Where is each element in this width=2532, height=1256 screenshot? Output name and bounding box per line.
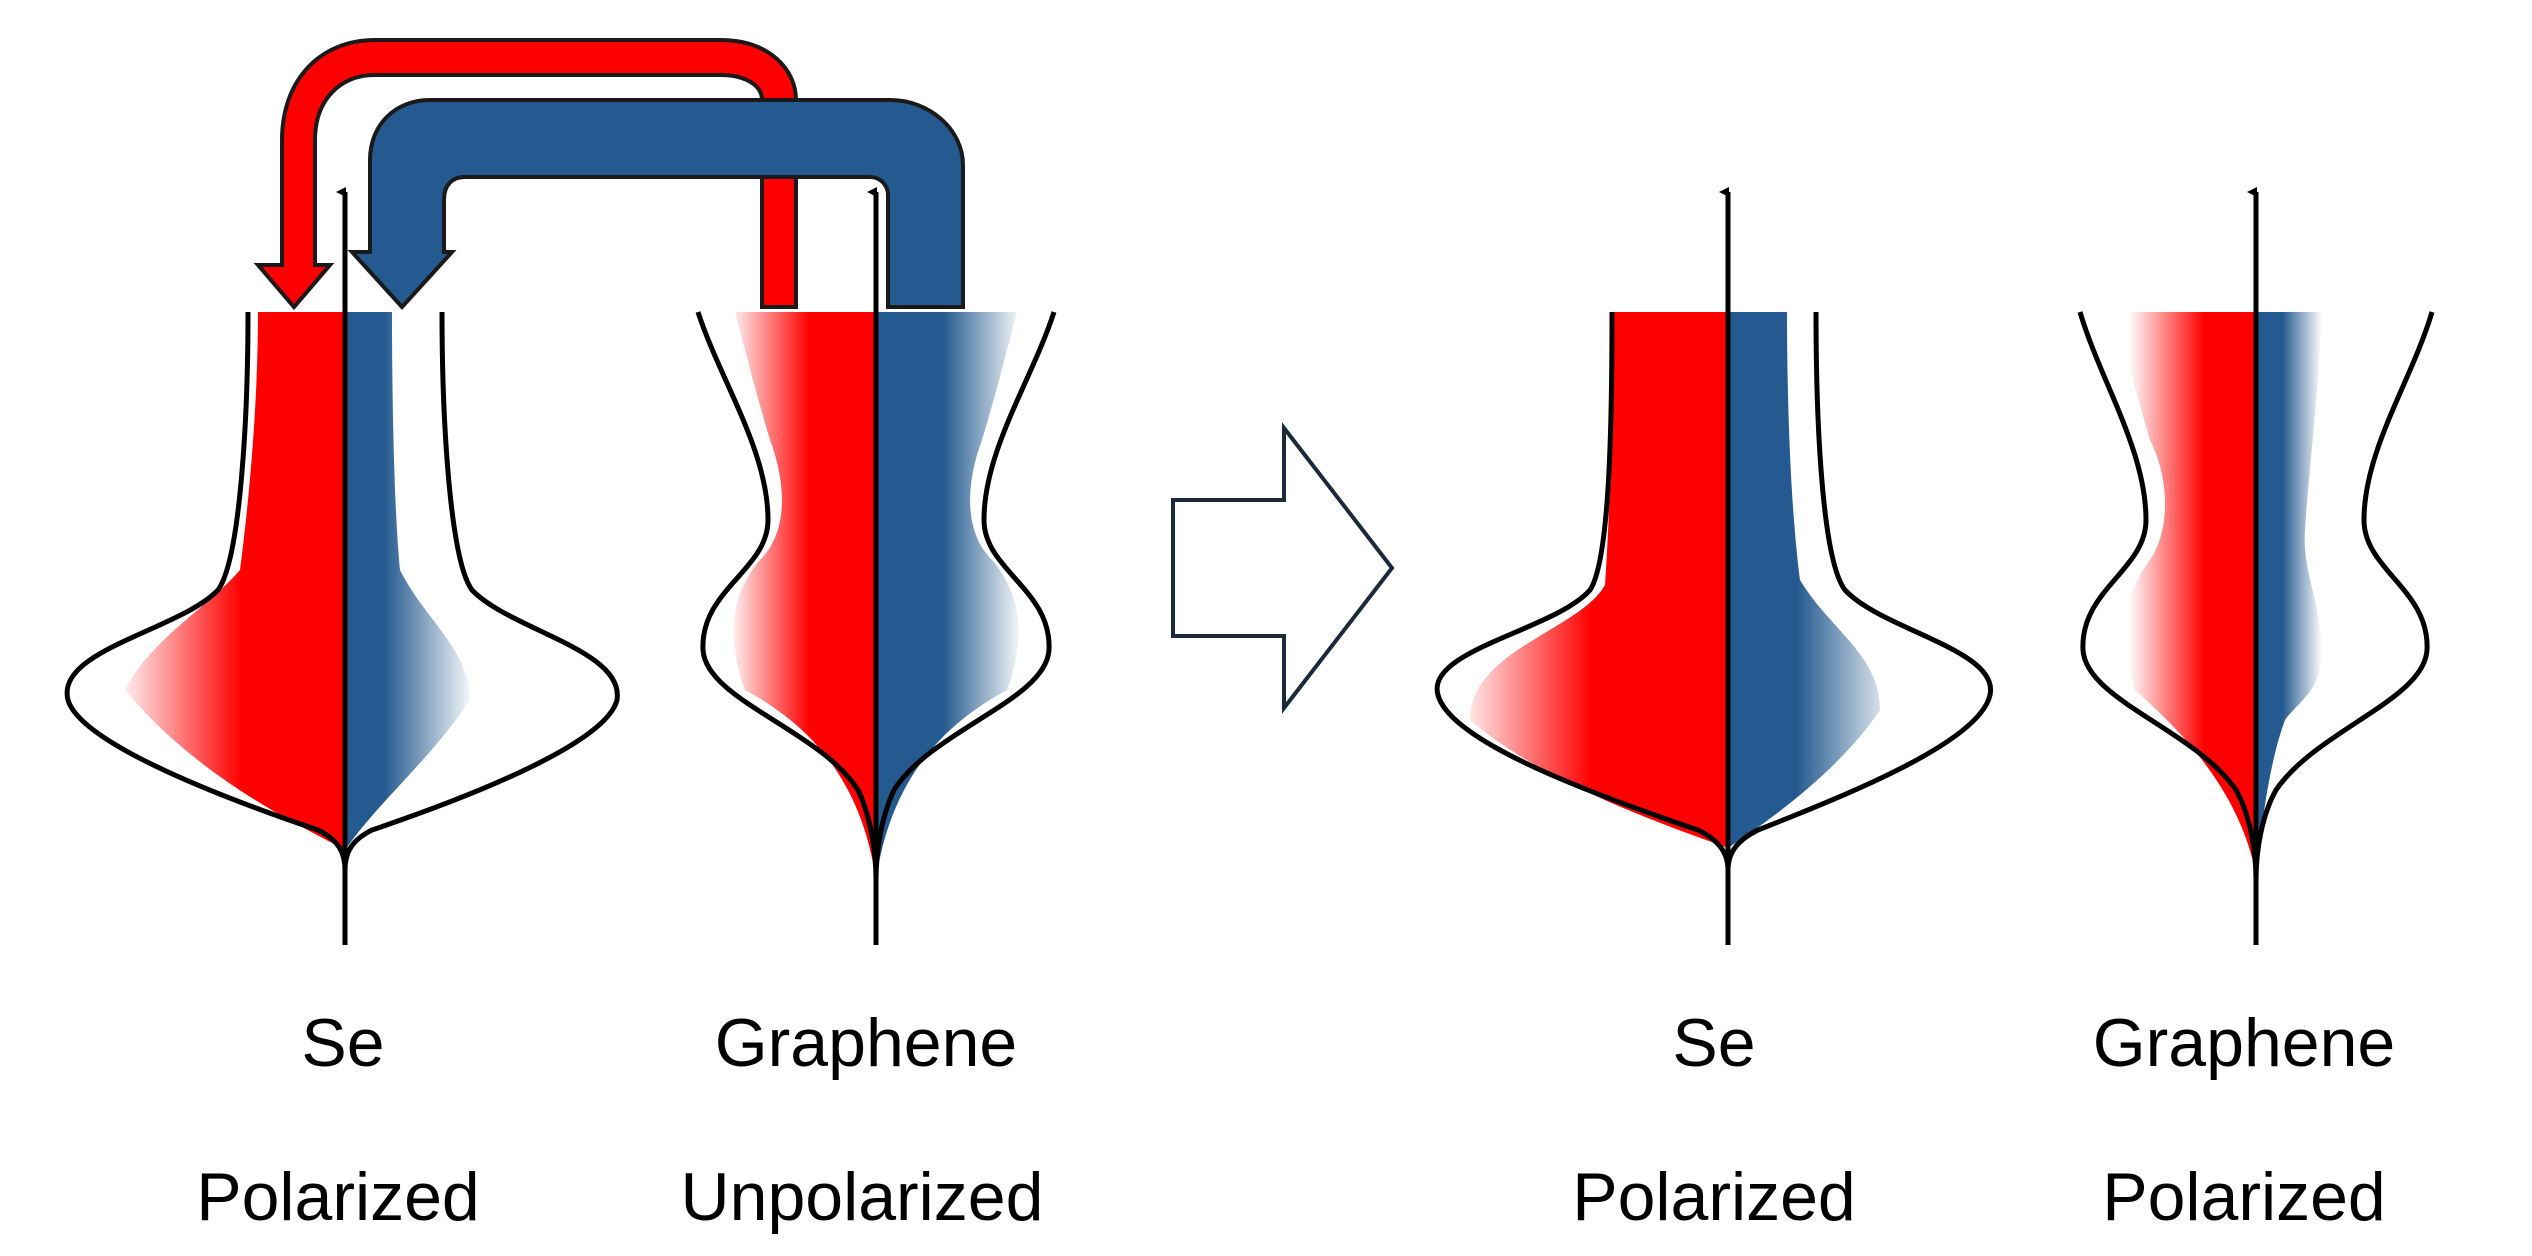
graphene-final-spin-down-fill [2256, 312, 2322, 875]
spin-transfer-arrows [253, 38, 965, 311]
se-final-spin-up-fill [1470, 312, 1728, 848]
se-initial-dos [64, 187, 620, 945]
graphene-final-material-label: Graphene [2093, 1005, 2395, 1081]
graphene-initial-dos-left-outline [695, 311, 879, 881]
se-final-dos-left-outline [1434, 311, 1731, 871]
se-initial-spin-down-fill [345, 312, 470, 850]
se-initial-dos-right-outline [342, 311, 620, 871]
se-final-material-label: Se [1672, 1005, 1755, 1081]
graphene-final-state-label: Polarized [2102, 1159, 2386, 1235]
graphene-final-spin-up-fill [2118, 312, 2256, 875]
panel-labels: Se Polarized Graphene Unpolarized Se Pol… [196, 1005, 2395, 1235]
spin-up-transfer-arrow [253, 38, 798, 311]
se-final-spin-down-fill [1728, 312, 1880, 848]
graphene-initial-spin-up-fill [733, 312, 876, 880]
graphene-initial-state-label: Unpolarized [681, 1159, 1044, 1235]
graphene-initial-material-label: Graphene [715, 1005, 1017, 1081]
graphene-initial-spin-down-fill [876, 312, 1019, 880]
se-final-dos [1434, 187, 1993, 945]
spin-down-transfer-arrow [347, 98, 965, 310]
se-initial-material-label: Se [301, 1005, 384, 1081]
se-initial-state-label: Polarized [196, 1159, 480, 1235]
graphene-initial-dos [695, 187, 1057, 945]
graphene-final-dos-left-outline [2077, 311, 2259, 881]
graphene-final-dos [2077, 187, 2435, 945]
graphene-initial-dos-right-outline [873, 311, 1057, 881]
se-initial-spin-up-fill [125, 312, 345, 850]
se-final-state-label: Polarized [1572, 1159, 1856, 1235]
se-final-dos-right-outline [1725, 311, 1993, 871]
right-block-arrow-icon [1171, 422, 1395, 714]
se-initial-dos-left-outline [64, 311, 348, 871]
graphene-final-dos-right-outline [2253, 311, 2435, 881]
